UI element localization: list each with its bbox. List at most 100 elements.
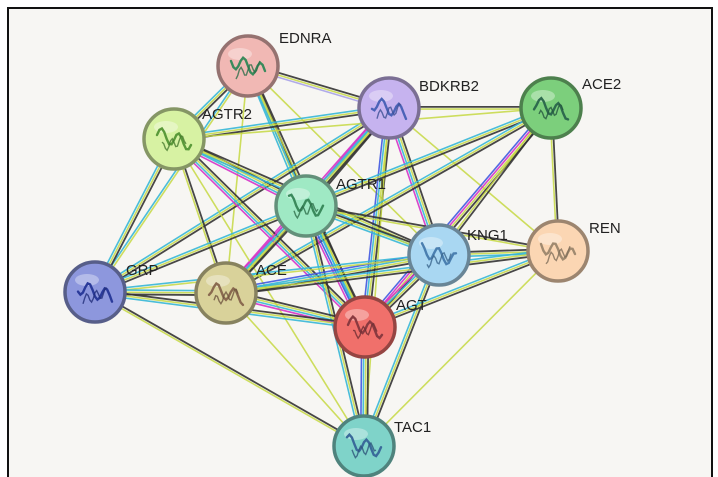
protein-structure-icon xyxy=(82,287,108,305)
edge-line-black xyxy=(95,290,365,446)
edge-line-cyan xyxy=(172,139,365,329)
edge-line-black xyxy=(95,207,308,295)
protein-structure-icon xyxy=(376,102,402,119)
node-highlight xyxy=(75,274,99,286)
node-label: KNG1 xyxy=(467,227,508,244)
node-highlight xyxy=(369,90,393,102)
edge-line-yellow-green xyxy=(173,138,365,447)
node-label: AGTR1 xyxy=(336,176,386,193)
edge-kng1-grp xyxy=(94,253,440,294)
edge-ace2-ace xyxy=(224,105,553,296)
node-agtr1[interactable]: AGTR1 xyxy=(274,174,386,238)
node-ace2[interactable]: ACE2 xyxy=(519,76,621,140)
node-label: AGTR2 xyxy=(202,106,252,123)
edge-line-black xyxy=(226,109,553,296)
node-label: TAC1 xyxy=(394,419,431,436)
edge-line-yellow-green xyxy=(94,292,364,448)
edge-ace-tac1 xyxy=(225,292,365,447)
node-label: ACE2 xyxy=(582,76,621,93)
edge-line-cyan xyxy=(173,105,389,138)
edge-line-cyan xyxy=(361,253,438,446)
edge-line-black xyxy=(175,136,368,326)
edge-line-black xyxy=(306,109,553,209)
edge-ednra-grp xyxy=(93,64,250,294)
node-ren[interactable]: REN xyxy=(526,219,621,283)
node-highlight xyxy=(531,90,555,102)
edge-line-yellow-green xyxy=(95,255,440,294)
edge-line-magenta xyxy=(363,106,551,327)
node-highlight xyxy=(419,237,443,249)
node-bdkrb2[interactable]: BDKRB2 xyxy=(357,76,479,140)
edge-line-cyan xyxy=(224,105,551,292)
protein-structure-icon xyxy=(161,135,187,152)
edge-line-black xyxy=(365,252,560,330)
protein-structure-icon xyxy=(420,242,458,266)
edge-line-yellow-green xyxy=(94,205,307,293)
edge-line-cyan xyxy=(93,203,306,291)
node-highlight xyxy=(228,48,252,60)
node-kng1[interactable]: KNG1 xyxy=(407,223,508,287)
protein-structure-icon xyxy=(155,126,193,151)
edge-line-cyan xyxy=(93,64,248,292)
protein-structure-icon xyxy=(235,60,261,80)
node-circle[interactable] xyxy=(407,223,471,287)
node-highlight xyxy=(286,188,310,200)
node-label: REN xyxy=(589,220,621,237)
edge-line-cyan xyxy=(225,248,558,292)
node-highlight xyxy=(206,275,230,287)
node-circle[interactable] xyxy=(332,414,396,477)
node-grp[interactable]: GRP xyxy=(63,260,159,324)
edge-line-cyan xyxy=(363,248,558,326)
node-agtr2[interactable]: AGTR2 xyxy=(142,106,252,171)
protein-structure-icon xyxy=(345,432,383,458)
protein-structure-icon xyxy=(207,281,245,307)
edge-line-cyan xyxy=(94,253,439,292)
edge-line-yellow-green xyxy=(173,107,390,140)
edge-line-cyan xyxy=(93,105,389,291)
node-label: BDKRB2 xyxy=(419,78,479,95)
edge-line-yellow-green xyxy=(305,107,552,207)
node-highlight xyxy=(345,309,369,321)
protein-structure-icon xyxy=(370,97,408,121)
node-ace[interactable]: ACE xyxy=(194,261,287,325)
edge-line-yellow-green xyxy=(388,107,559,252)
protein-structure-icon xyxy=(213,288,239,306)
protein-structure-icon xyxy=(352,322,378,340)
protein-structure-icon xyxy=(426,251,452,269)
node-tac1[interactable]: TAC1 xyxy=(332,414,431,477)
protein-structure-icon xyxy=(532,96,570,121)
edge-line-cyan xyxy=(304,105,551,205)
node-label: AGT xyxy=(396,297,427,314)
edge-line-yellow-green xyxy=(364,250,559,328)
edge-line-yellow-green xyxy=(225,250,559,294)
node-label: ACE xyxy=(256,262,287,279)
node-ednra[interactable]: EDNRA xyxy=(216,30,332,98)
edge-kng1-tac1 xyxy=(361,253,442,448)
protein-structure-icon xyxy=(351,441,377,459)
edge-line-blue xyxy=(361,105,550,326)
edge-agtr2-tac1 xyxy=(173,138,365,447)
edge-line-cyan xyxy=(303,206,363,447)
edge-line-yellow-green xyxy=(95,66,250,294)
edge-line-yellow-green xyxy=(363,254,440,447)
protein-structure-icon xyxy=(538,103,564,120)
edge-line-black xyxy=(226,252,559,297)
edge-line-yellow-green xyxy=(94,107,390,293)
edge-ren-ace xyxy=(225,248,559,297)
node-highlight xyxy=(538,233,562,245)
edge-line-yellow-green xyxy=(363,250,559,447)
node-circle[interactable] xyxy=(274,174,338,238)
edge-line-black xyxy=(365,255,442,448)
edge-line-yellow-green xyxy=(225,65,249,294)
protein-structure-icon xyxy=(545,245,571,265)
edge-line-yellow-green xyxy=(174,137,367,327)
node-label: GRP xyxy=(126,262,159,279)
edge-grp-tac1 xyxy=(94,290,365,448)
edge-line-yellow-green xyxy=(225,107,552,294)
protein-structure-icon xyxy=(287,193,325,217)
node-agt[interactable]: AGT xyxy=(333,295,427,359)
edge-ace2-agtr1 xyxy=(304,105,553,209)
